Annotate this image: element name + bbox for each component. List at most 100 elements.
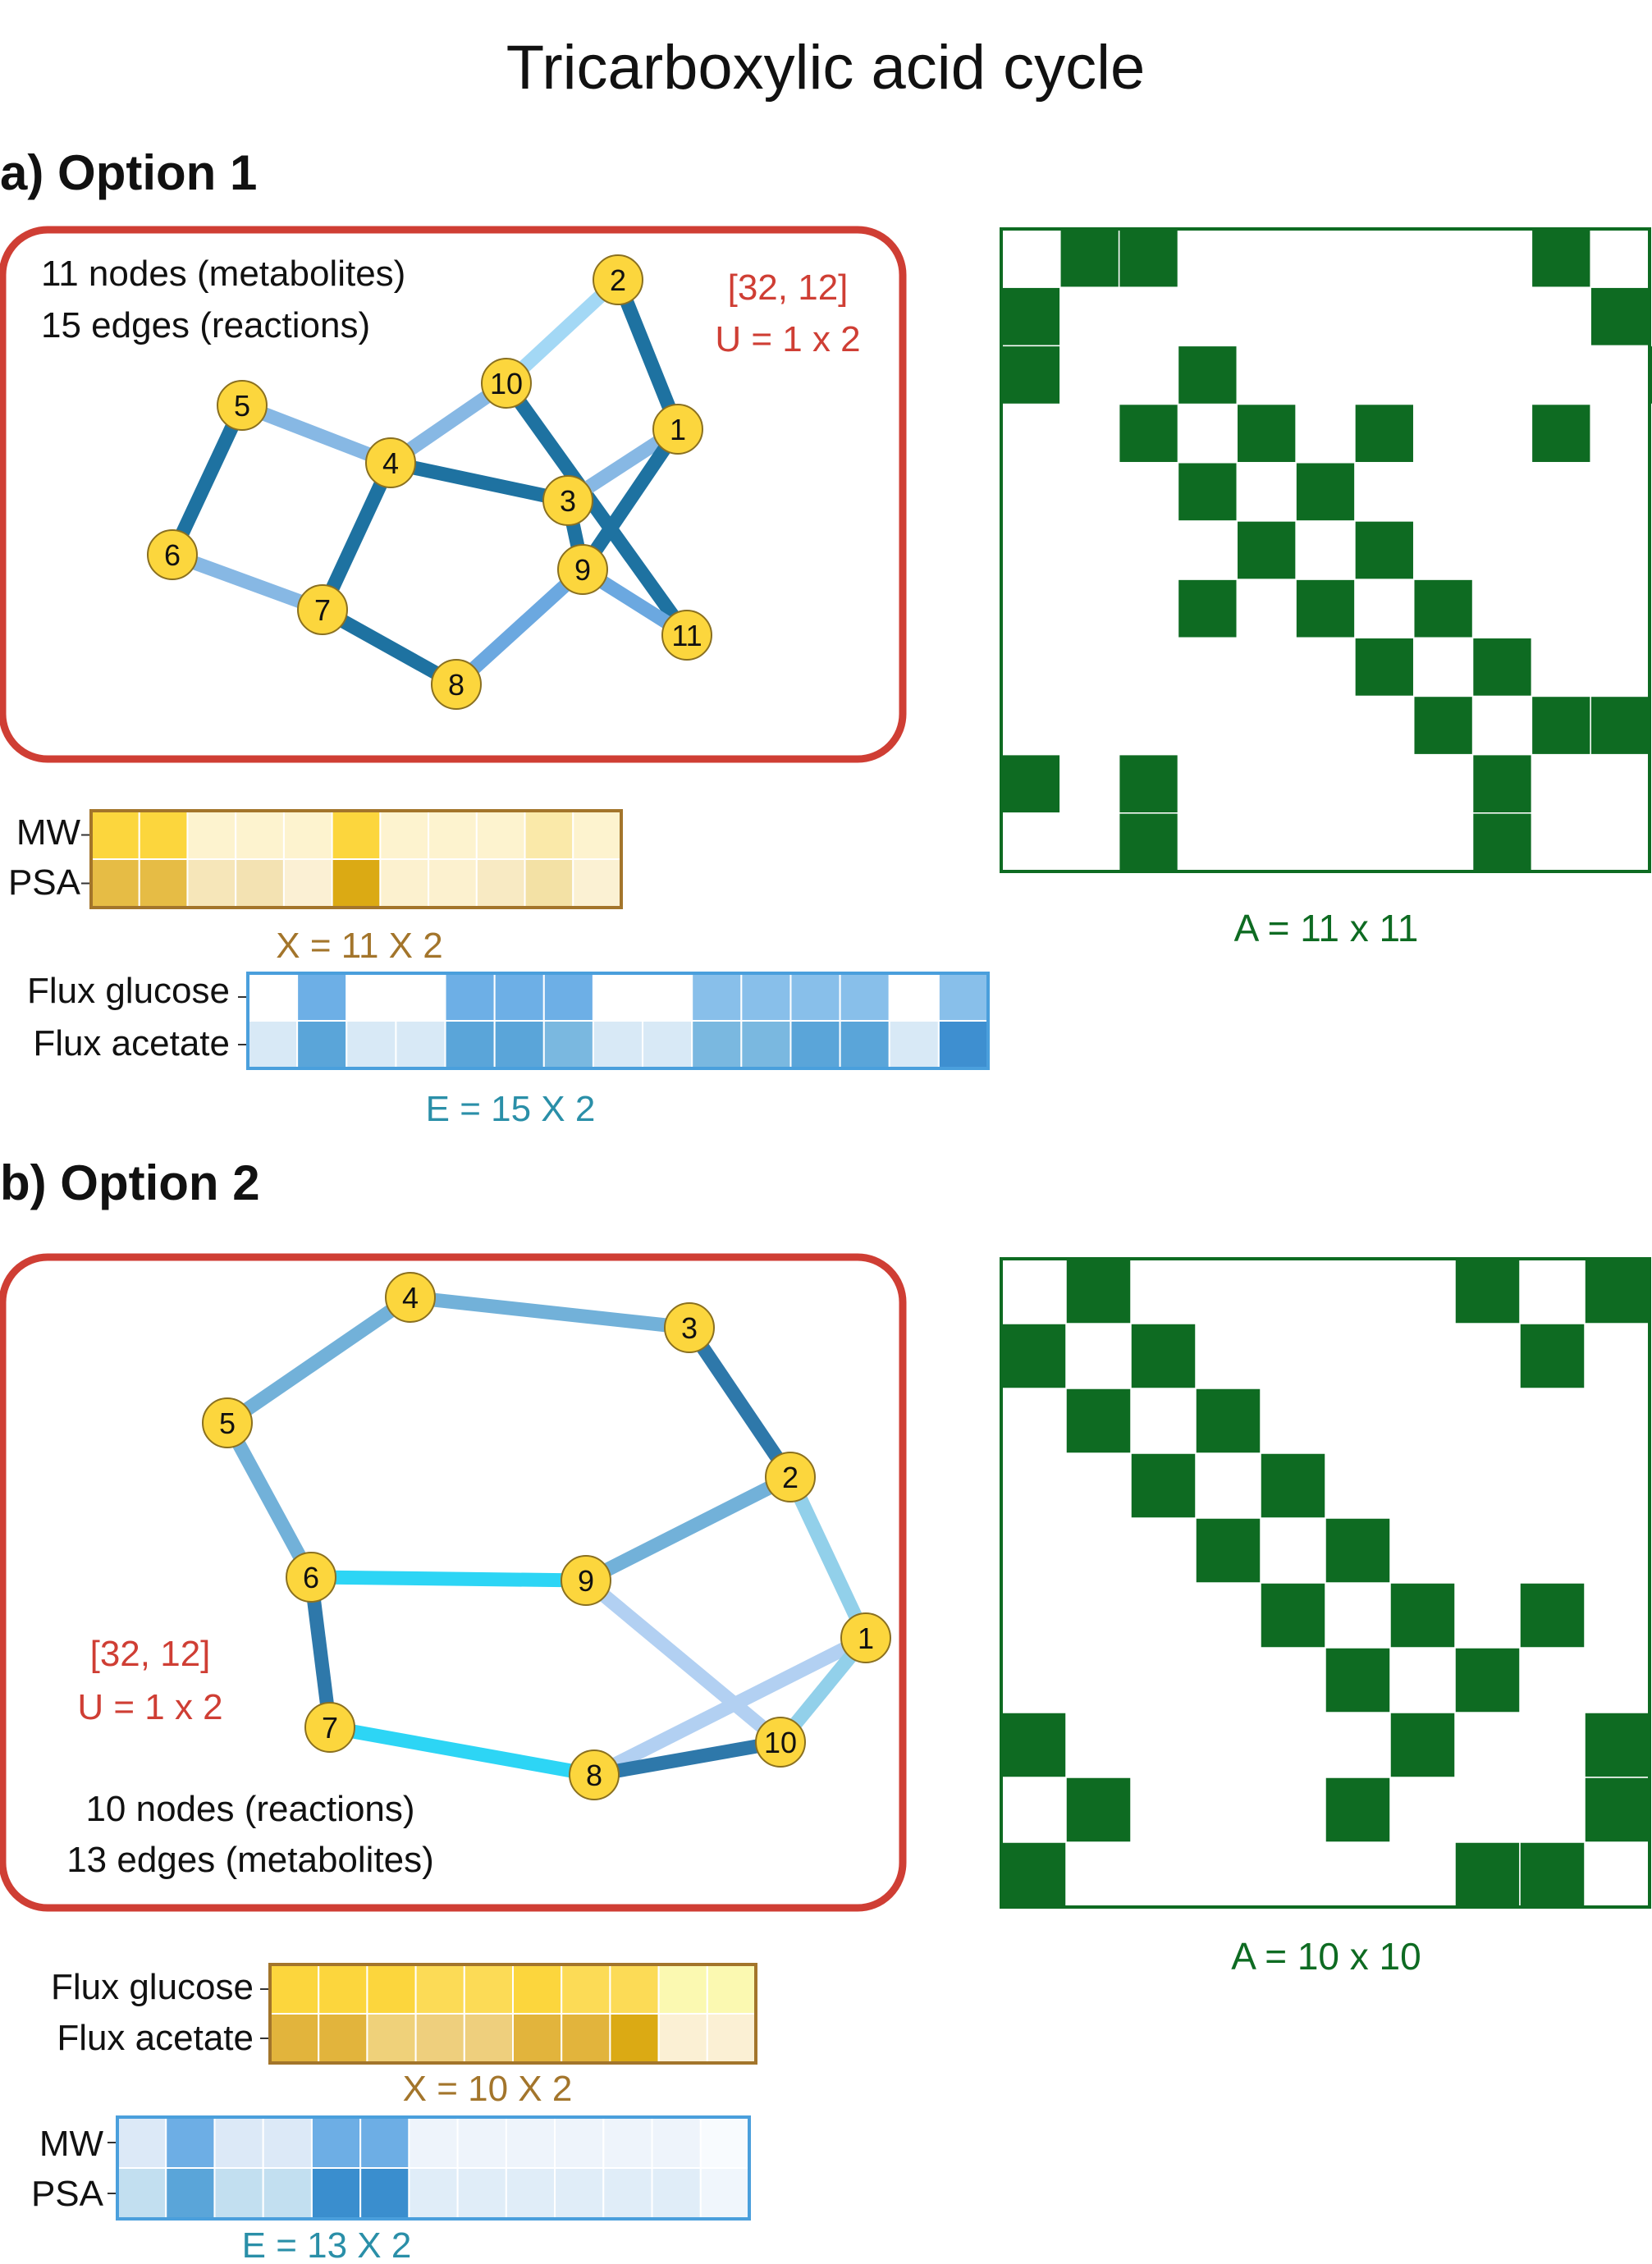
panel-b-edge-count: 13 edges (metabolites)	[66, 1840, 434, 1880]
panel-b-x-heat-cell	[463, 1964, 514, 2015]
panel-b-x-heat-cell	[657, 2013, 708, 2064]
panel-a-edge-8	[170, 548, 325, 616]
panel-b-node-circle	[385, 1272, 436, 1323]
panel-b-matrix-cell	[1389, 1712, 1456, 1778]
panel-a-matrix-cell	[1118, 403, 1179, 464]
panel-a-e-row-glucose: Flux glucose	[27, 971, 230, 1011]
panel-b-adjacency-matrix	[1000, 1257, 1651, 1909]
panel-a-node-2: 2	[593, 254, 643, 305]
panel-a-e-heat-cell	[247, 1020, 299, 1069]
panel-a-x-heat-border	[89, 809, 623, 909]
panel-b-edge-6	[583, 1470, 794, 1587]
panel-a-x-heat-cell	[524, 810, 574, 860]
panel-a-x-heat-cell	[282, 858, 333, 908]
panel-b-node-label: 3	[681, 1311, 698, 1345]
panel-b-matrix-cell	[1130, 1323, 1197, 1389]
panel-a-edge-10	[318, 603, 460, 691]
panel-a-heading: a) Option 1	[0, 145, 257, 200]
panel-b-x-heat-cell	[609, 2013, 660, 2064]
panel-a-node-label: 1	[670, 413, 686, 446]
panel-a-x-heat-cell	[331, 858, 382, 908]
panel-a-matrix-border	[1000, 227, 1651, 873]
panel-b-x-heat-cell	[512, 2013, 563, 2064]
panel-b-edge-9	[328, 1720, 596, 1782]
panel-a-node-circle	[542, 475, 593, 526]
panel-a-edge-7	[166, 402, 249, 558]
panel-a-node-circle	[652, 404, 703, 455]
panel-b-matrix-cell	[1325, 1517, 1391, 1584]
panel-a-e-heat-cell	[542, 972, 594, 1022]
panel-b-e-heat-cell	[602, 2116, 653, 2169]
panel-b-u-values: [32, 12]	[90, 1634, 211, 1674]
panel-a-x-heat-cell	[428, 810, 478, 860]
panel-a-e-heat-cell	[346, 1020, 397, 1069]
panel-b-x-row-glucose: Flux glucose	[51, 1967, 254, 2007]
panel-a-x-heat-cell	[235, 810, 285, 860]
panel-a-node-circle	[217, 380, 268, 431]
panel-b-node-10: 10	[755, 1717, 806, 1768]
panel-b-matrix-cell	[1519, 1323, 1586, 1389]
panel-b-edge-4	[221, 1419, 318, 1581]
panel-a-x-heat-cell	[572, 810, 622, 860]
panel-a-node-9: 9	[557, 544, 608, 595]
panel-b-node-label: 7	[322, 1711, 338, 1745]
panel-a-matrix-label: A = 11 x 11	[1234, 907, 1419, 949]
panel-a-matrix-cell	[1177, 345, 1238, 405]
panel-a-e-heat-cell	[346, 972, 397, 1022]
panel-b-edge-7	[784, 1474, 872, 1641]
panel-b-matrix-cell	[1260, 1582, 1326, 1649]
panel-a-x-heat-cell	[282, 810, 333, 860]
panel-b-e-heat-cell	[505, 2116, 556, 2169]
panel-a-matrix-cell	[1412, 695, 1474, 756]
panel-a-matrix-cell	[1295, 579, 1356, 639]
panel-b-matrix-cell	[1065, 1777, 1132, 1843]
panel-a-node-1: 1	[652, 404, 703, 455]
panel-b-e-heat-cell	[262, 2116, 313, 2169]
panel-b-matrix-cell	[1389, 1582, 1456, 1649]
panel-b-e-heat-cell	[602, 2167, 653, 2220]
panel-b-e-heat-cell	[699, 2116, 750, 2169]
panel-b-e-heat-cell	[165, 2167, 216, 2220]
panel-b-x-heat-cell	[318, 2013, 368, 2064]
panel-b-e-heat-cell	[554, 2167, 605, 2220]
panel-b-x-heat-cell	[414, 2013, 465, 2064]
panel-b-x-heat-cell	[366, 2013, 417, 2064]
panel-b-e-heat-cell	[456, 2167, 507, 2220]
panel-a-node-5: 5	[217, 380, 268, 431]
panel-b-edge-10	[581, 1575, 785, 1748]
panel-b-node-circle	[569, 1749, 620, 1800]
panel-a-e-row-acetate: Flux acetate	[33, 1023, 230, 1063]
panel-b-e-heat-cell	[359, 2116, 410, 2169]
panel-b-node-circle	[664, 1302, 715, 1353]
panel-a-e-heat-cell	[642, 1020, 693, 1069]
panel-b-matrix-cell	[1195, 1388, 1261, 1454]
panel-a-node-11: 11	[661, 610, 712, 661]
panel-b-u-shape: U = 1 x 2	[77, 1687, 222, 1727]
panel-a-edge-11	[451, 564, 588, 690]
panel-a-node-circle	[593, 254, 643, 305]
panel-a-x-heat-cell	[138, 858, 189, 908]
panel-b-x-heat-cell	[463, 2013, 514, 2064]
panel-a-matrix-cell	[1354, 520, 1415, 580]
panel-a-matrix-cell	[1236, 403, 1297, 464]
figure-title: Tricarboxylic acid cycle	[506, 33, 1145, 103]
panel-a-matrix-cell	[1354, 403, 1415, 464]
panel-b-x-heat-cell	[609, 1964, 660, 2015]
panel-b-node-circle	[304, 1702, 355, 1753]
panel-a-e-heat-cell	[888, 972, 940, 1022]
panel-a-node-label: 4	[382, 446, 399, 480]
panel-a-x-heat-cell	[235, 858, 285, 908]
panel-b-e-heat-cell	[310, 2167, 362, 2220]
panel-b-matrix-cell	[1454, 1647, 1521, 1713]
panel-a-node-10: 10	[481, 358, 532, 409]
panel-a-e-heat-cell	[740, 1020, 792, 1069]
panel-a-e-heat-cell	[296, 1020, 348, 1069]
panel-a-node-feature-heatmap	[81, 809, 623, 909]
panel-a-matrix-cell	[1471, 812, 1533, 872]
panel-b-node-5: 5	[202, 1397, 253, 1448]
panel-a-matrix-cell	[1295, 461, 1356, 522]
panel-b-matrix-cell	[1065, 1388, 1132, 1454]
panel-a-node-label: 7	[314, 593, 331, 627]
